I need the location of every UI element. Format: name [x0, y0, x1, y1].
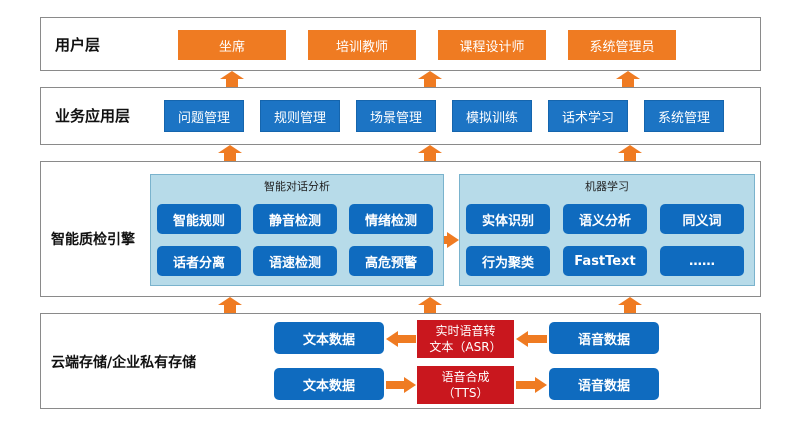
asr-box: 实时语音转 文本（ASR） — [417, 320, 514, 358]
storage-voice-data-1: 语音数据 — [549, 322, 659, 354]
user-item-agent: 坐席 — [178, 30, 286, 60]
biz-item-sys-mgmt: 系统管理 — [644, 100, 724, 132]
tts-line-2: （TTS） — [442, 386, 489, 400]
up-arrow — [418, 297, 442, 313]
dialogue-item-speaker-separation: 话者分离 — [157, 246, 241, 276]
up-arrow — [218, 297, 242, 313]
engine-layer-title: 智能质检引擎 — [51, 232, 135, 248]
ml-item-behavior-clustering: 行为聚类 — [466, 246, 550, 276]
right-arrow — [444, 232, 459, 248]
left-arrow — [386, 331, 416, 347]
ml-item-semantic-analysis: 语义分析 — [563, 204, 647, 234]
storage-text-data-2: 文本数据 — [274, 368, 384, 400]
ml-item-entity-recognition: 实体识别 — [466, 204, 550, 234]
dialogue-analysis-title: 智能对话分析 — [264, 180, 330, 193]
right-arrow — [386, 377, 416, 393]
biz-item-issue-mgmt: 问题管理 — [164, 100, 244, 132]
user-item-course-designer: 课程设计师 — [438, 30, 546, 60]
user-item-sys-admin: 系统管理员 — [568, 30, 676, 60]
user-layer-title: 用户层 — [55, 36, 101, 54]
business-layer: 业务应用层 — [40, 87, 761, 145]
left-arrow — [516, 331, 547, 347]
dialogue-item-smart-rules: 智能规则 — [157, 204, 241, 234]
up-arrow — [220, 71, 244, 87]
business-layer-title: 业务应用层 — [55, 107, 131, 125]
tts-box: 语音合成 （TTS） — [417, 366, 514, 404]
user-item-trainer: 培训教师 — [308, 30, 416, 60]
tts-line-1: 语音合成 — [441, 370, 490, 384]
dialogue-item-silence-detect: 静音检测 — [253, 204, 337, 234]
storage-voice-data-2: 语音数据 — [549, 368, 659, 400]
asr-line-2: 文本（ASR） — [429, 340, 502, 354]
biz-item-script-learning: 话术学习 — [548, 100, 628, 132]
asr-line-1: 实时语音转 — [435, 324, 496, 338]
ml-item-more: …… — [660, 246, 744, 276]
biz-item-scene-mgmt: 场景管理 — [356, 100, 436, 132]
biz-item-rule-mgmt: 规则管理 — [260, 100, 340, 132]
right-arrow — [516, 377, 547, 393]
up-arrow — [618, 297, 642, 313]
storage-layer-title: 云端存储/企业私有存储 — [51, 355, 197, 371]
up-arrow — [616, 71, 640, 87]
dialogue-item-risk-warning: 高危预警 — [349, 246, 433, 276]
machine-learning-title: 机器学习 — [585, 180, 629, 193]
ml-item-fasttext: FastText — [563, 246, 647, 276]
storage-text-data-1: 文本数据 — [274, 322, 384, 354]
up-arrow — [618, 145, 642, 161]
up-arrow — [418, 71, 442, 87]
up-arrow — [418, 145, 442, 161]
dialogue-item-speed-detect: 语速检测 — [253, 246, 337, 276]
dialogue-item-emotion-detect: 情绪检测 — [349, 204, 433, 234]
ml-item-synonyms: 同义词 — [660, 204, 744, 234]
up-arrow — [218, 145, 242, 161]
biz-item-sim-training: 模拟训练 — [452, 100, 532, 132]
